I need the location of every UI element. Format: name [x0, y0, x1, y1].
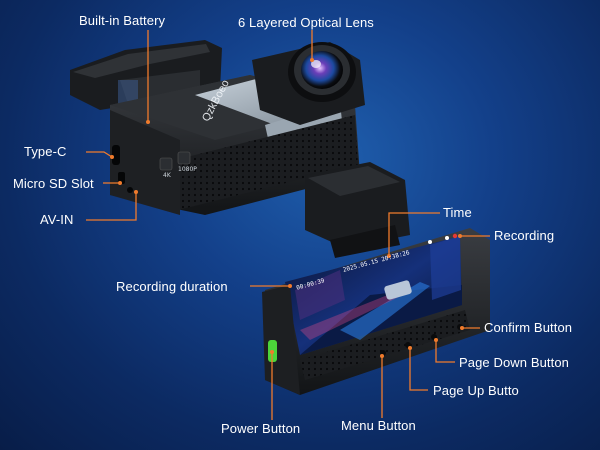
label-recording: Recording — [494, 228, 555, 243]
label-built-in-battery: Built-in Battery — [79, 13, 166, 28]
label-power-button: Power Button — [221, 421, 301, 436]
leader-page-down — [435, 340, 455, 363]
label-micro-sd-slot: Micro SD Slot — [13, 176, 94, 191]
leader-av-in — [86, 192, 137, 221]
rear-screen-unit — [262, 162, 490, 395]
leader-lines — [86, 30, 490, 420]
label-page-up-button: Page Up Butto — [433, 383, 519, 398]
label-confirm-button: Confirm Button — [484, 320, 573, 335]
front-camera-unit — [70, 40, 365, 215]
label-type-c: Type-C — [24, 144, 67, 159]
leader-type-c — [86, 151, 113, 158]
leader-time — [388, 212, 440, 256]
label-menu-button: Menu Button — [341, 418, 416, 433]
badge-1080p: 1080P — [178, 166, 197, 173]
label-time: Time — [443, 205, 472, 220]
badge-4k: 4K — [163, 172, 171, 179]
leader-dots — [110, 58, 464, 358]
label-page-down-button: Page Down Button — [459, 355, 570, 370]
label-recording-duration: Recording duration — [116, 279, 228, 294]
leader-page-up — [409, 348, 428, 391]
label-optical-lens: 6 Layered Optical Lens — [238, 15, 374, 30]
label-av-in: AV-IN — [40, 212, 74, 227]
